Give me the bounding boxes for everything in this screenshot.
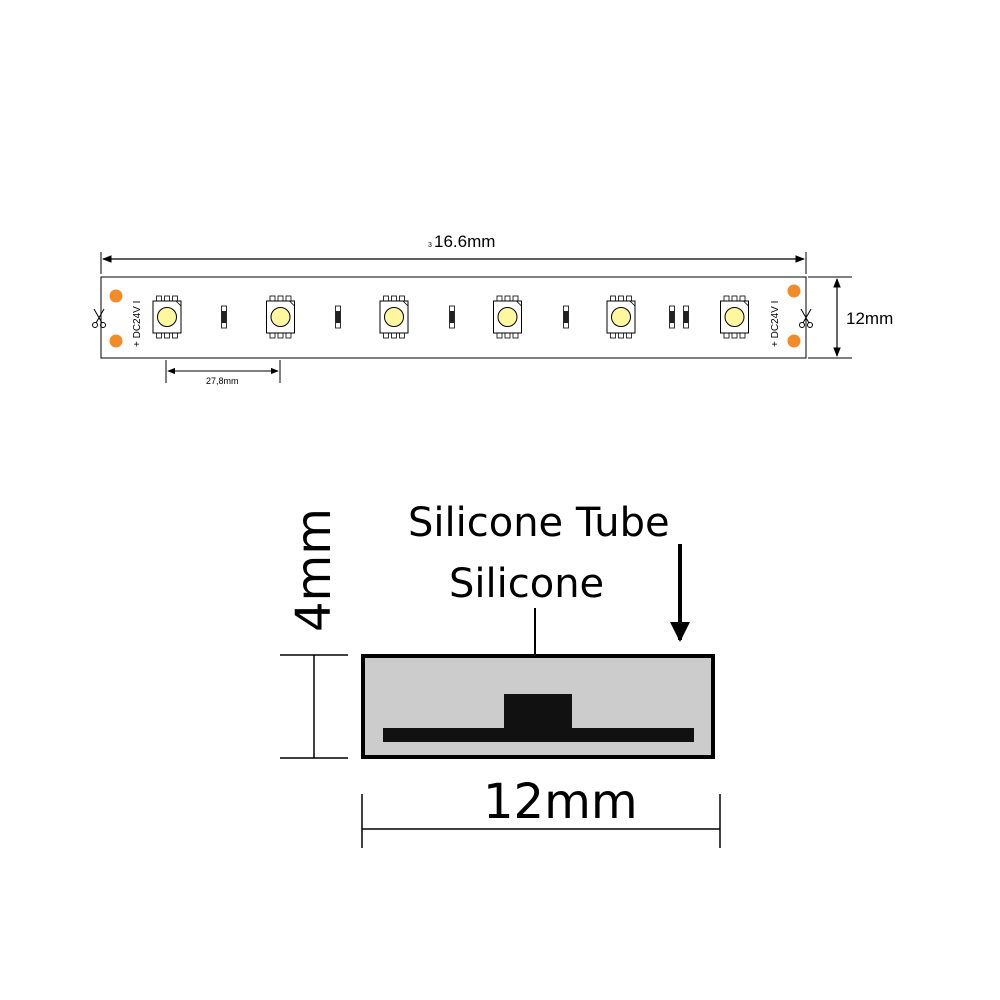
led	[720, 295, 749, 339]
width-dimension: 12mm	[808, 276, 893, 359]
height-label: 4mm	[286, 508, 342, 632]
resistor	[449, 305, 455, 329]
voltage-label-right: + DC24V I	[770, 301, 781, 347]
led	[493, 295, 522, 339]
strip-right-end: + DC24V I	[770, 284, 813, 348]
length-dimension: 3 16.6mm	[100, 232, 807, 274]
width-label: 12mm	[846, 309, 893, 328]
led-chip	[504, 694, 572, 730]
resistor	[221, 305, 227, 329]
led	[606, 295, 636, 339]
pitch-dimension: 27,8mm	[165, 360, 281, 386]
led-row	[152, 295, 749, 339]
length-label: 16.6mm	[434, 232, 495, 251]
solder-pad	[787, 284, 801, 298]
solder-pad	[787, 334, 801, 348]
strip-left-end: + DC24V I	[92, 289, 143, 348]
led	[152, 295, 182, 339]
section-width-dimension: 12mm	[361, 774, 721, 848]
led	[379, 295, 409, 339]
cross-section-view: Silicone Tube Silicone 4mm 12mm	[280, 500, 721, 848]
led	[266, 295, 295, 339]
section-width-label: 12mm	[483, 774, 638, 830]
solder-pad	[109, 334, 123, 348]
strip-top-view: 3 16.6mm + DC24V I	[92, 232, 893, 386]
scissors-icon	[799, 308, 813, 328]
scissors-icon	[92, 308, 106, 328]
voltage-label-left: + DC24V I	[132, 301, 143, 347]
resistor	[563, 305, 569, 329]
solder-pad	[109, 289, 123, 303]
height-dimension: 4mm	[280, 508, 348, 759]
resistor	[335, 305, 341, 329]
pcb-strip	[383, 728, 694, 742]
length-label-prefix: 3	[428, 242, 432, 249]
resistor	[669, 305, 675, 329]
resistor	[683, 305, 689, 329]
silicone-label: Silicone	[449, 561, 604, 607]
resistor-row	[221, 305, 689, 329]
silicone-tube-label: Silicone Tube	[408, 500, 670, 546]
pitch-label: 27,8mm	[206, 376, 239, 386]
